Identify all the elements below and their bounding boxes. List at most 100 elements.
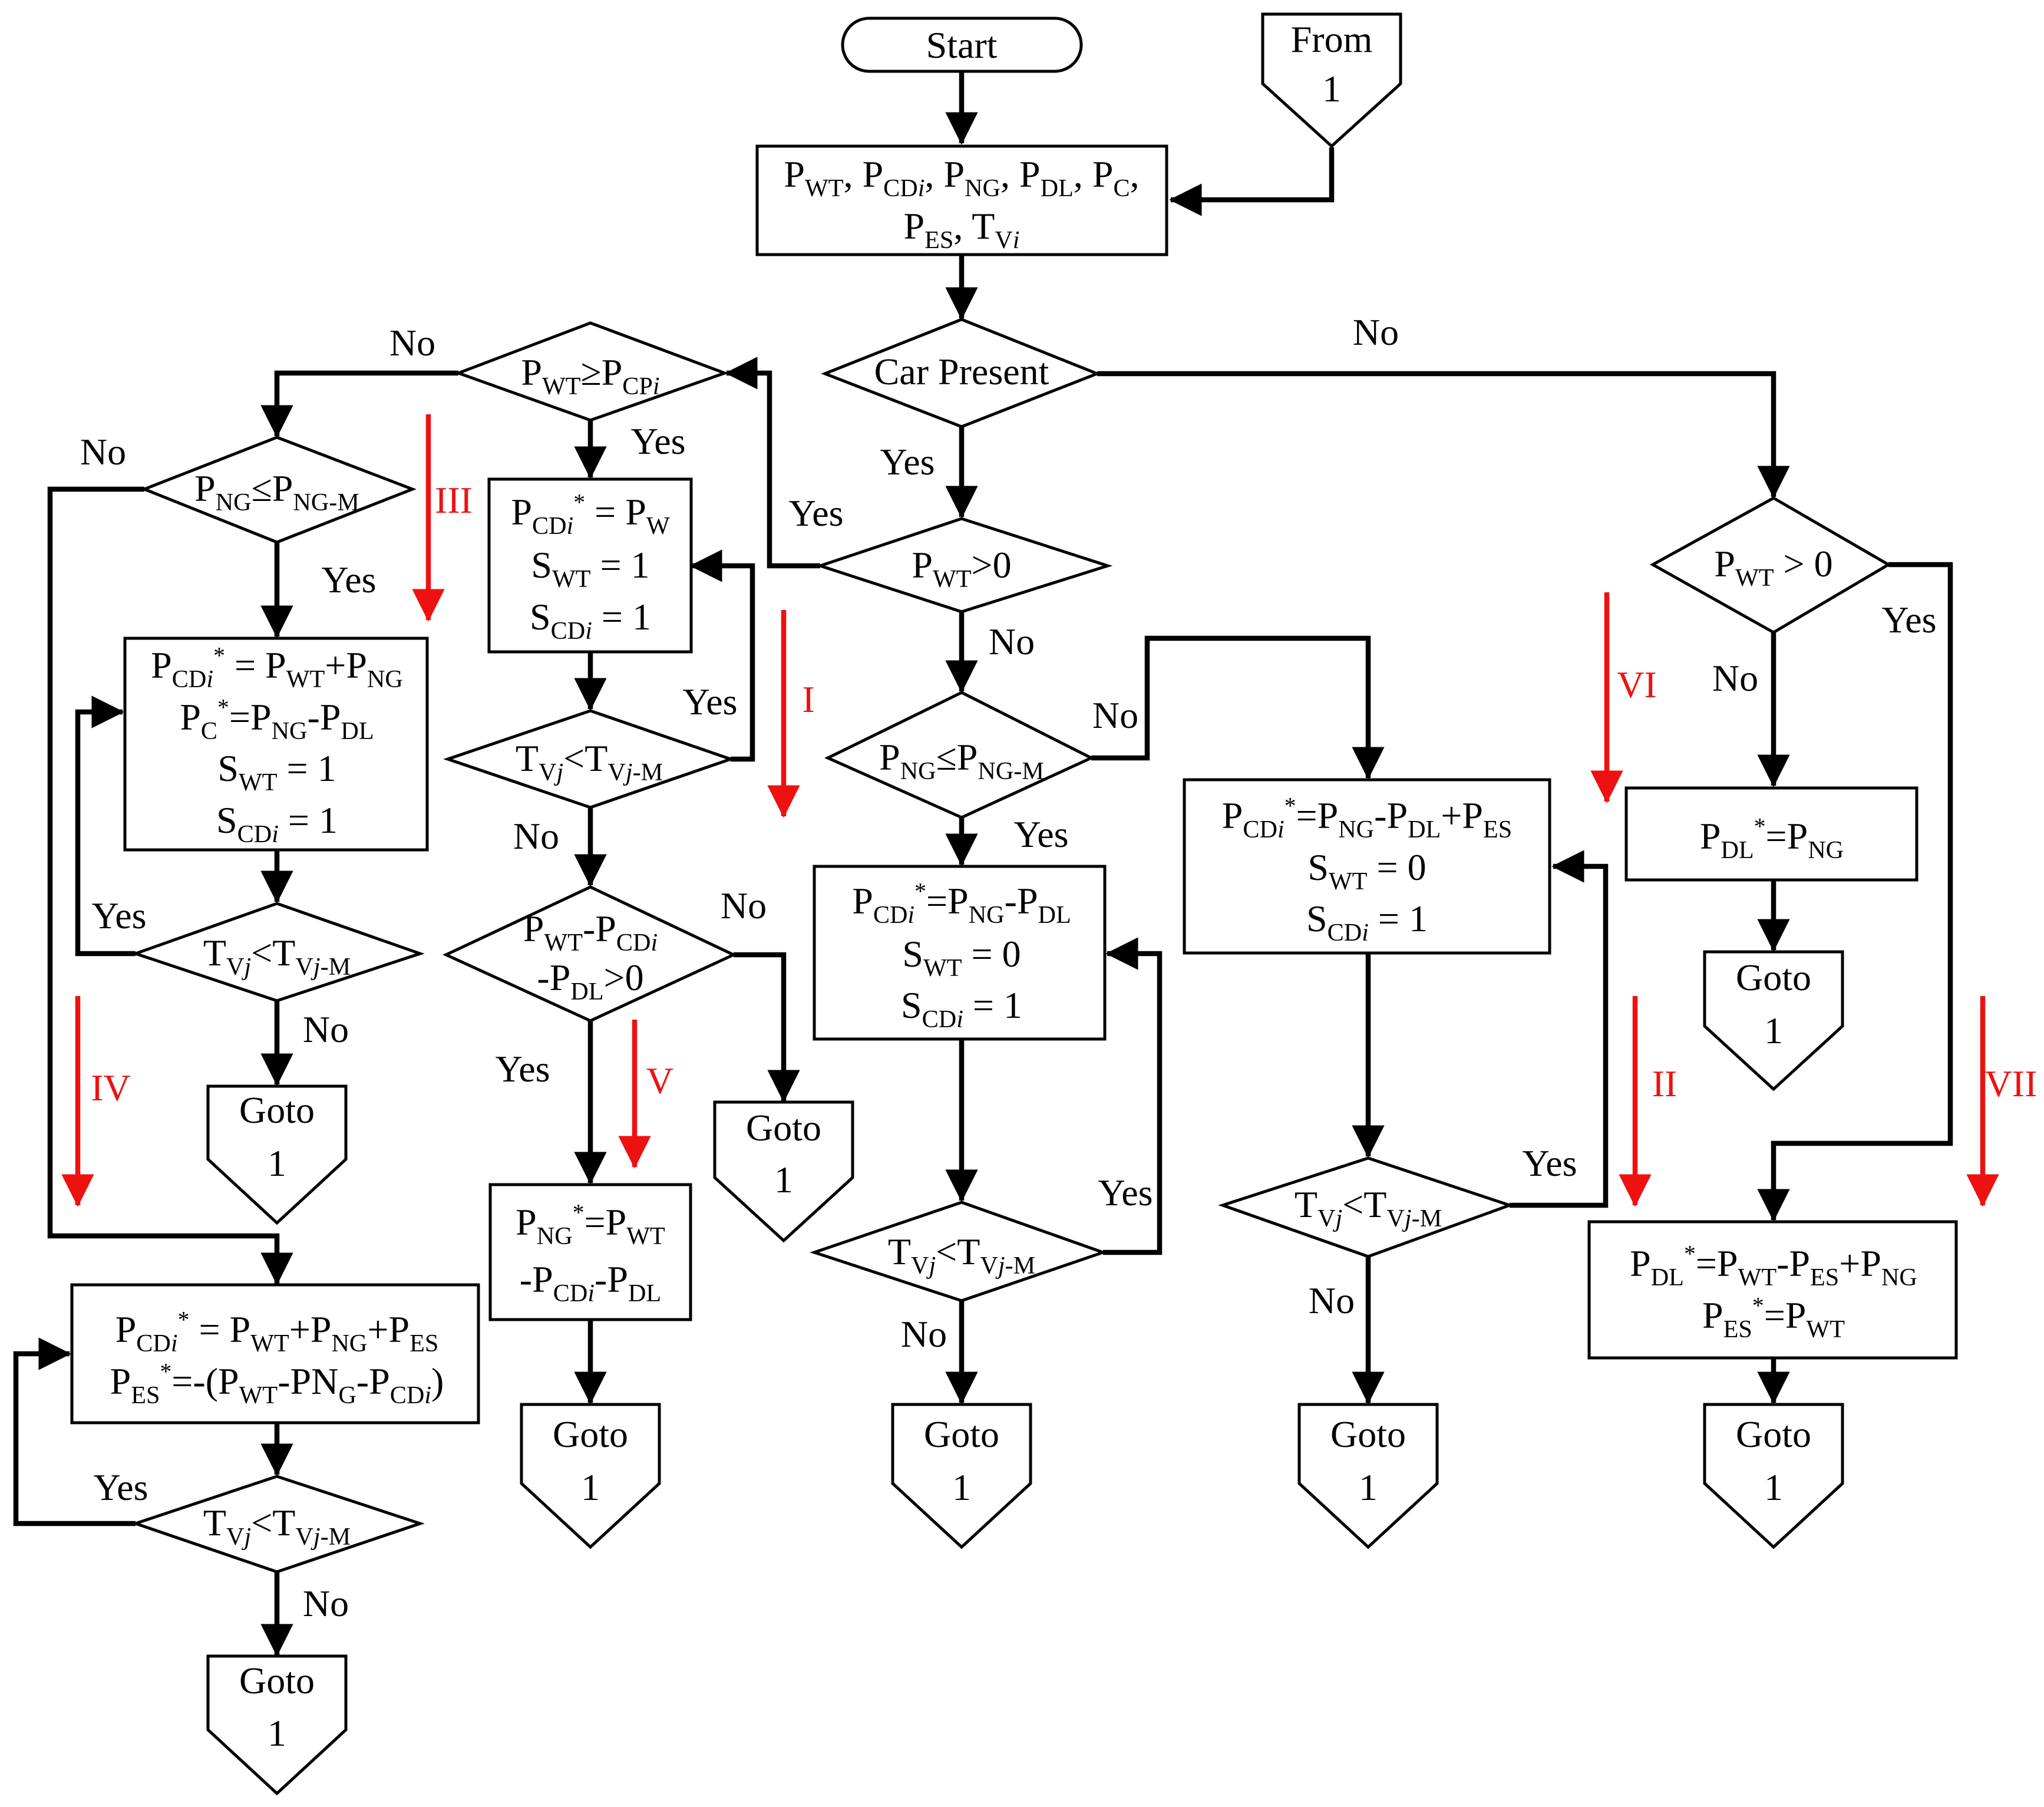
- flow-pcp-no: [260, 370, 458, 438]
- tv-6-label: TVj<TVj-M: [1295, 1183, 1442, 1232]
- goto-tv4-label: Goto: [239, 1660, 315, 1702]
- p1-line-2: SWT = 1: [531, 544, 649, 593]
- flow-pwt-yes: [725, 357, 820, 569]
- goto-minus-number: 1: [774, 1159, 793, 1201]
- decision-png-le-left: [140, 436, 417, 544]
- process-p2: [813, 865, 1107, 1041]
- p8-line-2: PES*=PWT: [1702, 1293, 1845, 1343]
- from-connector: [1261, 12, 1402, 149]
- branch-yes-minus: Yes: [495, 1048, 550, 1090]
- branch-no-tv3: No: [303, 1008, 349, 1050]
- branch-no-car: No: [1353, 311, 1399, 353]
- pwt-minus-line-2: -PDL>0: [537, 957, 643, 1005]
- p3-line-1: PCDi* = PWT+PNG: [151, 643, 403, 693]
- p8-line-1: PDL*=PWT-PES+PNG: [1630, 1241, 1917, 1291]
- p5-line-2: -PCDi-PDL: [520, 1258, 661, 1307]
- goto-tv6-number: 1: [1359, 1466, 1378, 1508]
- goto-tv2-label: Goto: [924, 1413, 999, 1455]
- from-label: From: [1291, 18, 1373, 60]
- branch-no-pngl: No: [80, 431, 126, 473]
- region-label-i: I: [802, 678, 814, 720]
- goto-connector-p5: [520, 1403, 661, 1549]
- branch-no-tv1: No: [513, 815, 559, 857]
- branch-yes-tv1: Yes: [682, 681, 737, 723]
- decision-car-present: [821, 318, 1101, 428]
- branch-no-pwt: No: [989, 621, 1035, 662]
- pwt-positive-label: PWT>0: [912, 544, 1011, 593]
- goto-p5-label: Goto: [553, 1413, 628, 1455]
- branch-no-tv2: No: [901, 1313, 947, 1355]
- png-le-left-label: PNG≤PNG-M: [194, 467, 359, 516]
- process-p1: [487, 477, 693, 654]
- input-box: [755, 144, 1168, 256]
- pwt-ge-pcp-label: PWT≥PCPi: [521, 351, 659, 400]
- flow-tv3-yes: [75, 695, 136, 957]
- flow-tv4-yes: [13, 1337, 136, 1526]
- flow-minus-no: [734, 952, 800, 1103]
- decision-png-le-center: [824, 691, 1095, 819]
- p1-line-1: PCDi* = PW: [511, 490, 669, 540]
- goto-connector-tv2: [891, 1403, 1032, 1549]
- p1-line-3: SCDi = 1: [530, 596, 651, 645]
- p2-line-1: PCDi*=PNG-PDL: [852, 879, 1071, 929]
- flow-pngc-no: [1091, 635, 1385, 780]
- flow-car-no: [1097, 371, 1790, 499]
- decision-tv-4: [131, 1475, 425, 1574]
- input-box-line-2: PES, TVi: [904, 205, 1020, 254]
- goto-connector-tv3: [206, 1084, 348, 1225]
- branch-yes-car: Yes: [880, 441, 935, 483]
- flow-from-inputs: [1169, 147, 1335, 216]
- p3-line-4: SCDi = 1: [216, 799, 338, 848]
- branch-yes-pwt: Yes: [788, 492, 843, 534]
- process-p7: [1624, 786, 1918, 882]
- process-p6: [1183, 778, 1551, 955]
- branch-no-tv4: No: [303, 1582, 349, 1624]
- branch-yes-pcp: Yes: [630, 420, 685, 462]
- branch-yes-tv2: Yes: [1098, 1172, 1153, 1214]
- branch-no-tv6: No: [1309, 1280, 1355, 1321]
- p4-line-1: PCDi* = PWT+PNG+PES: [115, 1307, 439, 1357]
- decision-tv-3: [131, 902, 425, 1003]
- flow-tv6-yes: [1510, 850, 1609, 1208]
- goto-tv4-number: 1: [268, 1712, 286, 1754]
- region-label-iii: III: [435, 479, 473, 521]
- decision-pwt-positive: [815, 517, 1113, 614]
- labels: Start From 1 PWT, PCDi, PNG, PDL, PC, PE…: [80, 18, 2038, 1754]
- branch-no-pcp: No: [389, 322, 435, 364]
- region-label-v: V: [646, 1060, 673, 1102]
- p6-line-3: SCDi = 1: [1306, 898, 1428, 947]
- p2-line-2: SWT = 0: [902, 933, 1021, 982]
- tv-1-label: TVj<TVj-M: [516, 737, 663, 786]
- goto-connector-p7: [1703, 950, 1844, 1092]
- flow-tv2-yes: [1103, 937, 1163, 1255]
- flow-tv1-yes: [689, 549, 755, 762]
- decision-tv-1: [443, 709, 735, 809]
- input-box-line-1: PWT, PCDi, PNG, PDL, PC,: [784, 153, 1139, 202]
- branch-yes-pwtr: Yes: [1881, 599, 1936, 641]
- flow-pngl-no: [47, 486, 293, 1285]
- goto-p8-number: 1: [1764, 1466, 1783, 1508]
- goto-connector-tv6: [1297, 1403, 1439, 1549]
- decision-tv-2: [810, 1201, 1108, 1303]
- branch-yes-tv4: Yes: [93, 1466, 148, 1508]
- region-arrows: [61, 414, 1999, 1207]
- goto-connector-tv4: [206, 1654, 348, 1796]
- branch-yes-tv6: Yes: [1522, 1142, 1577, 1184]
- region-label-ii: II: [1652, 1063, 1678, 1104]
- goto-tv2-number: 1: [952, 1466, 971, 1508]
- process-p8: [1587, 1220, 1958, 1360]
- p3-line-2: PC*=PNG-PDL: [180, 695, 374, 745]
- branch-no-minus: No: [721, 885, 767, 926]
- decision-pwt-minus: [443, 885, 737, 1023]
- region-label-vi: VI: [1617, 664, 1657, 705]
- tv-3-label: TVj<TVj-M: [203, 932, 351, 981]
- start-label: Start: [926, 24, 998, 66]
- car-present-label: Car Present: [874, 351, 1049, 393]
- branch-yes-tv3: Yes: [91, 895, 146, 937]
- p6-line-2: SWT = 0: [1307, 846, 1426, 895]
- tv-2-label: TVj<TVj-M: [888, 1231, 1035, 1280]
- goto-p7-label: Goto: [1736, 957, 1811, 998]
- tv-4-label: TVj<TVj-M: [203, 1502, 351, 1551]
- decision-pwt-positive-right: [1649, 496, 1891, 634]
